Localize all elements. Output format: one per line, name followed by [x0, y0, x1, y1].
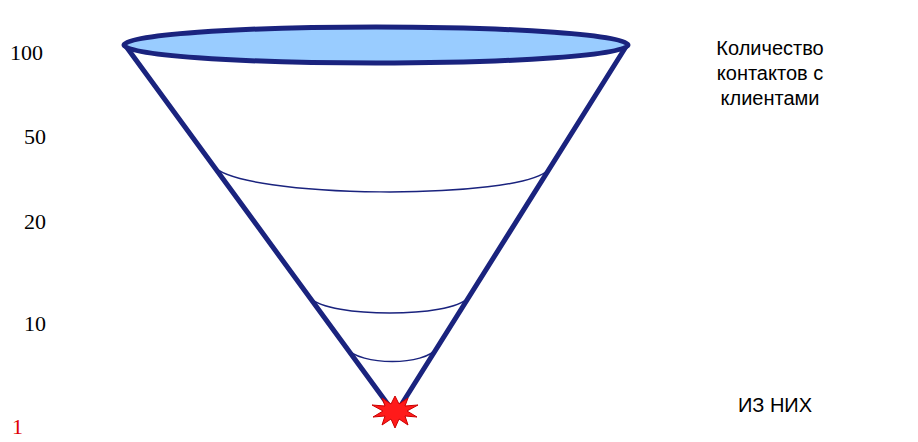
funnel-body: [125, 45, 627, 410]
funnel-caption: Количество контактов с клиентами: [688, 36, 852, 111]
scale-number: 100: [10, 40, 43, 66]
scale-number: 1: [12, 414, 23, 440]
funnel-top: [124, 27, 628, 63]
funnel-band-line: [310, 298, 468, 313]
scale-number: 50: [24, 124, 46, 150]
scale-number: 10: [24, 311, 46, 337]
funnel-side: [125, 45, 392, 410]
funnel-band-line: [212, 165, 548, 192]
scale-number: 20: [24, 209, 46, 235]
result-note: ИЗ НИХ: [715, 393, 835, 418]
funnel-band-line: [346, 348, 437, 362]
burst-star: [372, 396, 418, 428]
funnel-side: [398, 45, 627, 410]
